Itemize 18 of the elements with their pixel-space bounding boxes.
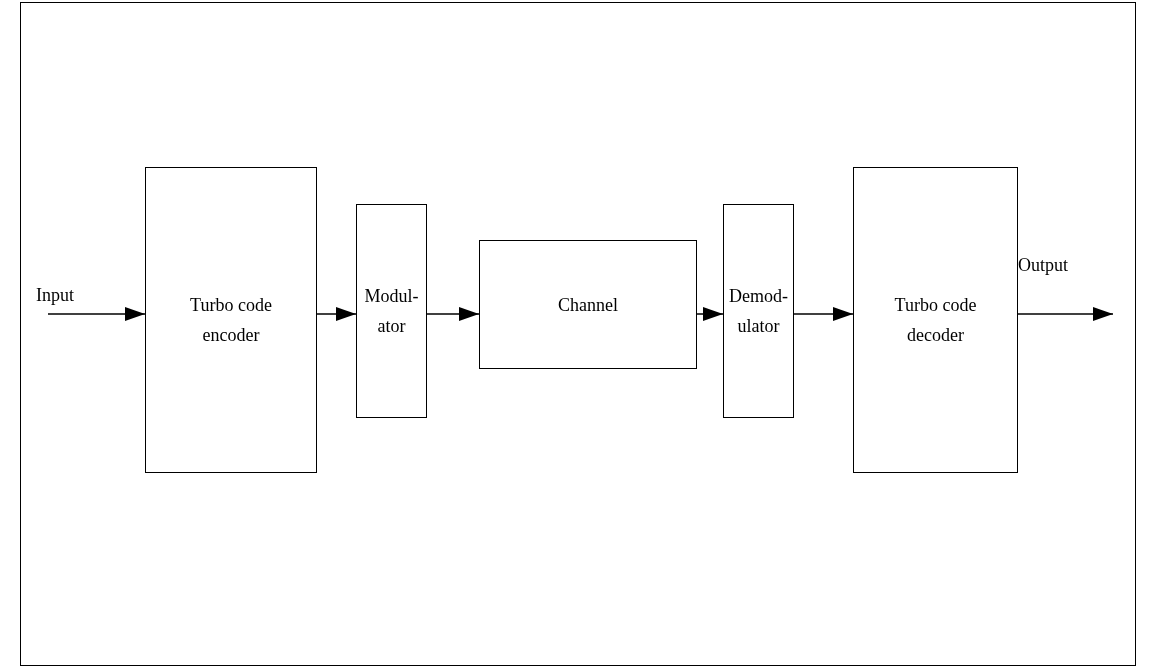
arrow — [47, 307, 146, 321]
process-box — [145, 167, 317, 473]
process-box — [853, 167, 1018, 473]
arrow — [696, 307, 724, 321]
box-label: Turbo code encoder — [189, 294, 273, 347]
process-box — [723, 204, 794, 418]
box-label: Modul- ator — [363, 285, 420, 338]
signal-label: Output — [1018, 255, 1068, 275]
box-label: Turbo code decoder — [893, 294, 978, 347]
arrow — [426, 307, 480, 321]
process-box — [356, 204, 427, 418]
arrow — [1017, 307, 1114, 321]
arrow — [316, 307, 357, 321]
arrow — [793, 307, 854, 321]
box-label: Demod- ulator — [728, 285, 789, 338]
box-label: Channel — [558, 293, 618, 317]
process-box — [479, 240, 697, 369]
signal-label: Input — [36, 285, 74, 305]
